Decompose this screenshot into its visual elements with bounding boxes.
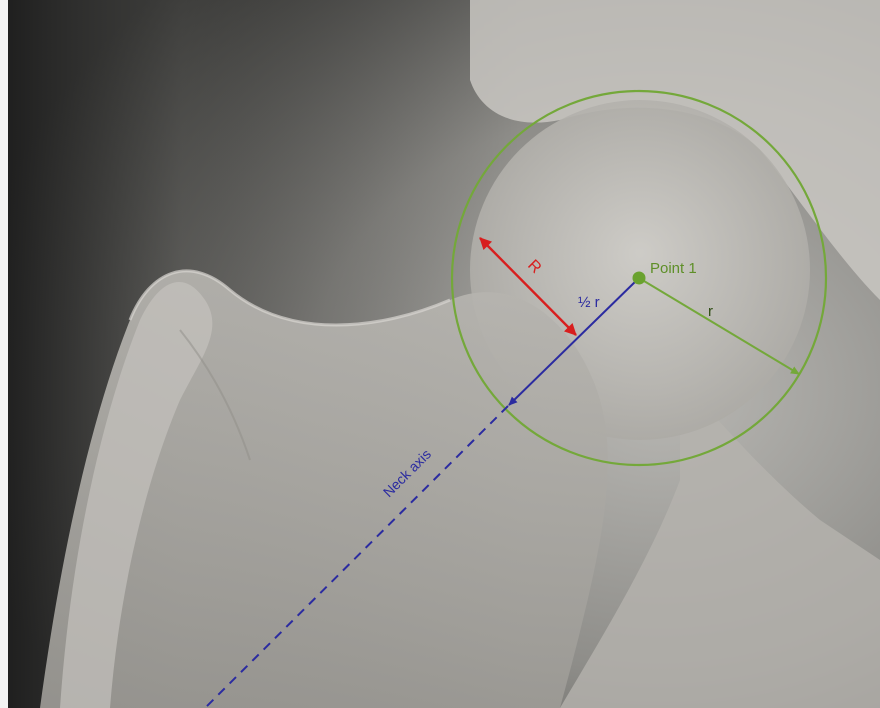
radius-label: r xyxy=(708,303,713,320)
point-1-marker xyxy=(633,272,646,285)
half-radius-label: ½ r xyxy=(578,294,600,311)
image-left-margin xyxy=(0,0,8,708)
point-1-label: Point 1 xyxy=(650,260,697,277)
